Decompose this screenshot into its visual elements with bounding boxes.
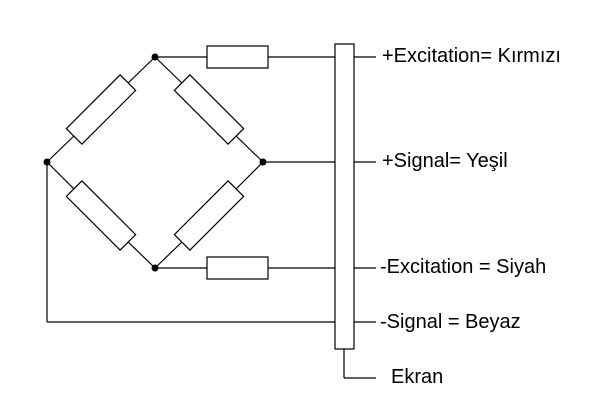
label-shield: Ekran	[391, 366, 443, 388]
junction-node-left	[43, 158, 51, 166]
signal-minus-lead	[46, 162, 376, 323]
label-signal-minus: -Signal = Beyaz	[380, 311, 521, 333]
resistor	[65, 74, 137, 145]
label-excitation-minus: -Excitation = Siyah	[380, 256, 546, 278]
bridge-arm-top-right	[154, 56, 264, 163]
junction-node-bottom	[151, 264, 159, 272]
resistor	[206, 256, 269, 280]
resistor	[173, 74, 245, 145]
bridge-arm-bottom-right	[154, 161, 264, 269]
excitation-minus-lead	[155, 256, 376, 280]
label-signal-plus: +Signal= Yeşil	[382, 150, 508, 172]
excitation-plus-lead	[155, 45, 376, 69]
junction-node-top	[151, 53, 159, 61]
resistor	[173, 180, 245, 251]
junction-node-right	[259, 158, 267, 166]
resistor	[65, 180, 137, 251]
label-excitation-plus: +Excitation= Kırmızı	[382, 45, 561, 67]
resistor	[206, 45, 269, 69]
shield-bar	[334, 43, 376, 379]
bridge-arm-top-left	[46, 56, 156, 163]
bridge-arm-bottom-left	[46, 161, 156, 269]
